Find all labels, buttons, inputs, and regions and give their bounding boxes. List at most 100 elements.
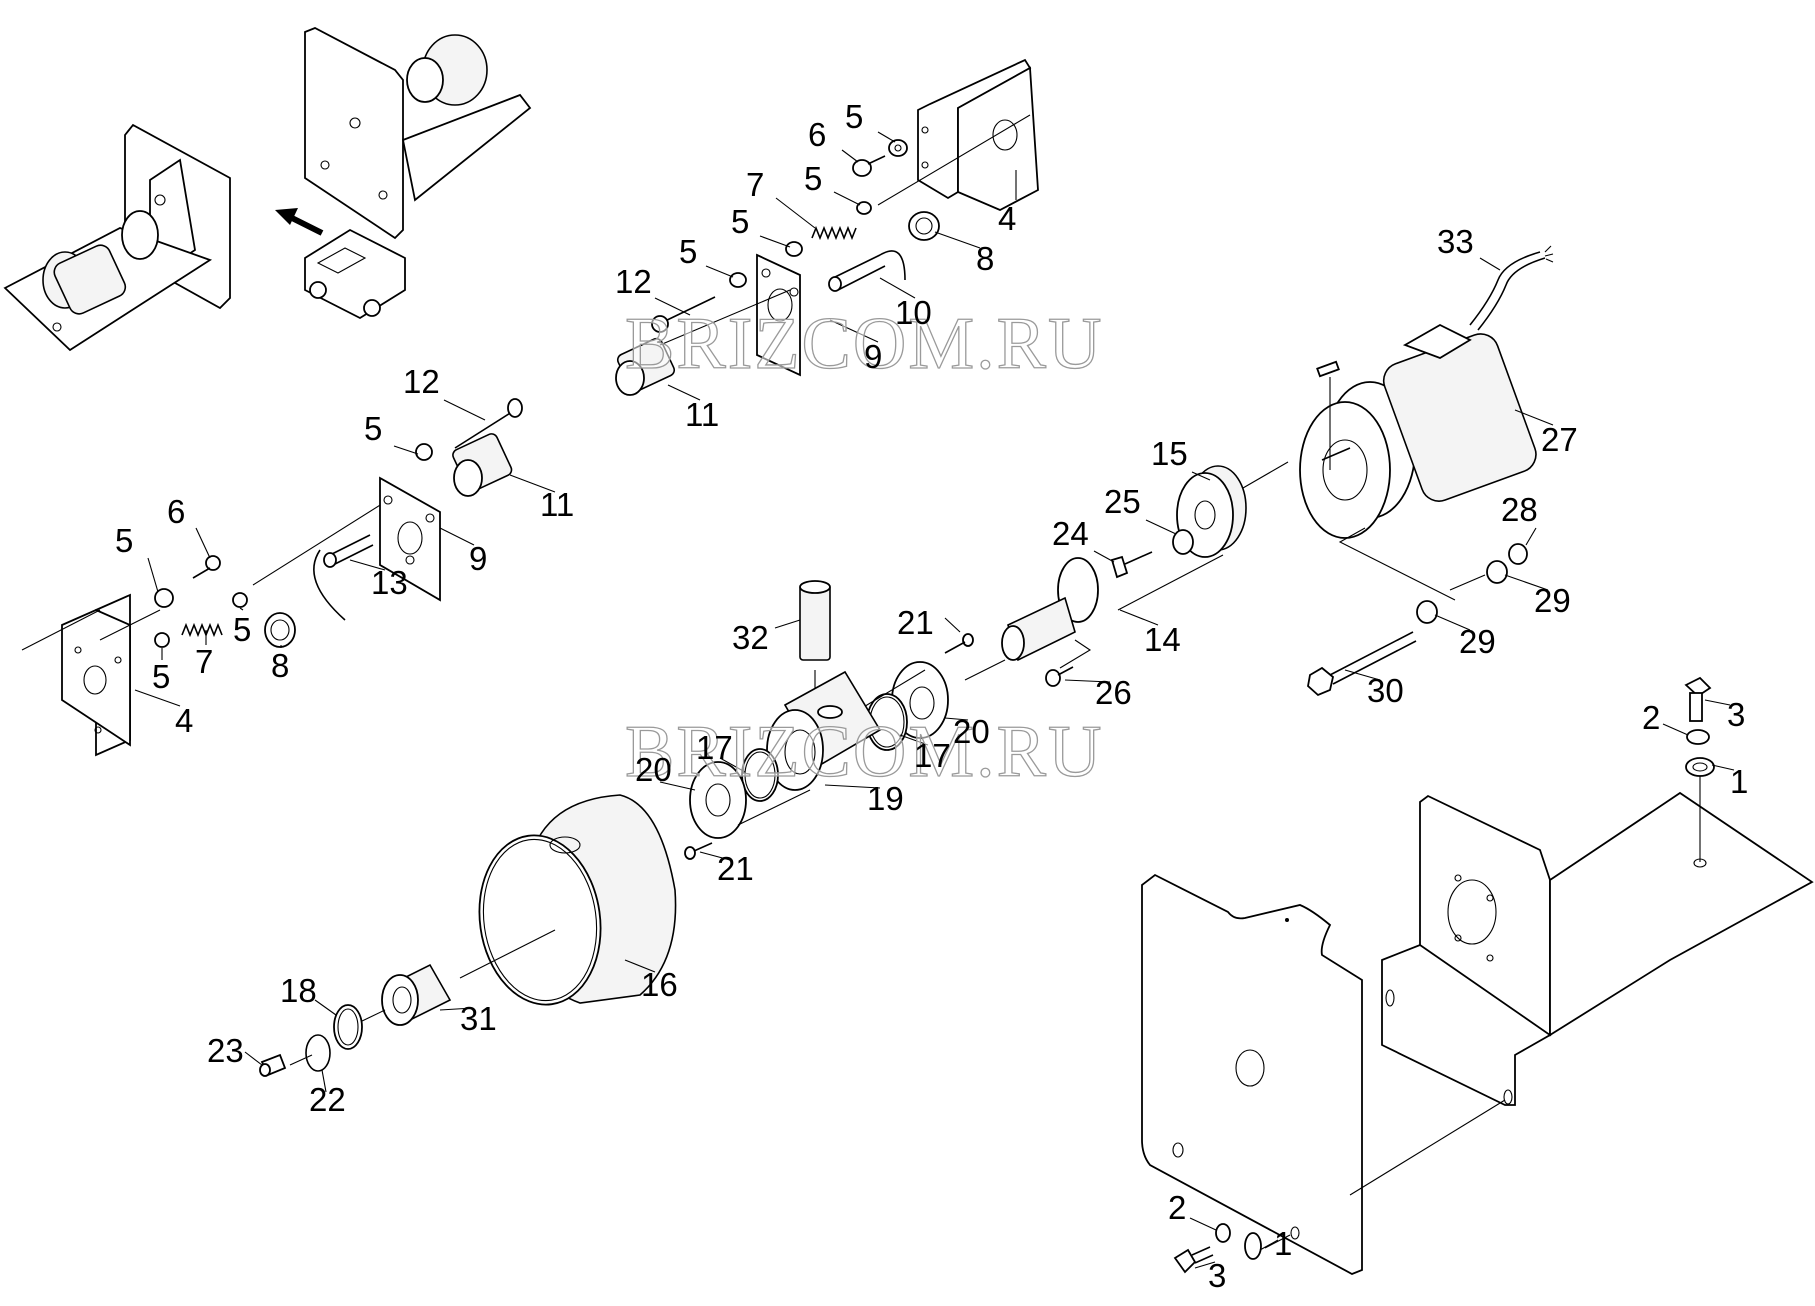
callout: 6 (808, 116, 826, 153)
pump-body-part-19 (766, 670, 882, 791)
washer-part-2-bottom (1215, 1223, 1231, 1243)
callout: 29 (1534, 582, 1571, 619)
callout: 4 (175, 702, 193, 739)
callout: 9 (864, 338, 882, 375)
nozzle-part-23 (259, 1053, 287, 1077)
probe-part-10 (828, 250, 906, 292)
callout: 3 (1727, 696, 1745, 733)
callout: 11 (540, 486, 574, 523)
cable-gland-part-11-top (615, 337, 676, 396)
screw-part-21-top (944, 633, 974, 654)
spring-part-7 (181, 622, 223, 638)
washer-part-2-top (1686, 729, 1710, 745)
callout: 21 (897, 604, 934, 641)
washer-part-29 (1416, 600, 1438, 624)
callout: 12 (615, 263, 652, 300)
callout: 1 (1274, 1225, 1292, 1262)
callout: 18 (280, 972, 317, 1009)
callouts-bracket-top-fasteners: 3 2 1 (1642, 696, 1748, 800)
callout: 8 (271, 647, 289, 684)
bolt-part-3-bottom (1173, 1246, 1214, 1274)
front-cover-plate (1141, 873, 1363, 1275)
screw-part-6 (192, 555, 221, 579)
bolt-part-3-top (1684, 676, 1712, 722)
callout: 28 (1501, 491, 1538, 528)
callout: 5 (233, 611, 251, 648)
callout: 8 (976, 240, 994, 277)
bolt-part-12-top (651, 296, 716, 333)
callout: 5 (152, 658, 170, 695)
bolt-part-24 (1110, 551, 1153, 579)
watermark-bottom: BRIZCOM.RU (625, 711, 1103, 793)
callout: 5 (679, 233, 697, 270)
washer-part-5 (888, 139, 908, 157)
callouts-top-group: 5 6 4 7 5 8 5 5 12 10 9 11 (615, 98, 1016, 433)
callouts-pump-group: 20 17 17 20 19 21 (635, 713, 990, 887)
filter-part-32 (799, 580, 831, 710)
spring-part-7 (811, 225, 857, 241)
screw-part-6 (852, 155, 886, 177)
sleeve-part-31 (381, 963, 452, 1026)
callout: 17 (914, 737, 951, 774)
callout: 25 (1104, 483, 1141, 520)
callout: 21 (717, 850, 754, 887)
callout: 22 (309, 1081, 346, 1118)
callout: 5 (804, 160, 822, 197)
nut-part-8 (908, 211, 940, 241)
callout: 1 (1730, 763, 1748, 800)
callout: 5 (115, 522, 133, 559)
o-ring-part-17-left (741, 748, 779, 802)
bolt-part-30 (1307, 631, 1417, 697)
bracket-part-4-left (61, 593, 131, 757)
assembled-burner-view-right (304, 27, 532, 240)
callout: 11 (685, 396, 719, 433)
bolt-part-12-left (454, 398, 523, 449)
flange-part-20-left (689, 761, 747, 839)
callout: 32 (732, 619, 769, 656)
callout: 9 (469, 540, 487, 577)
lock-washer-part-1-bottom (1244, 1232, 1262, 1260)
callout: 29 (1459, 623, 1496, 660)
callout: 33 (1437, 223, 1474, 260)
callout: 17 (696, 729, 733, 766)
callout: 20 (953, 713, 990, 750)
callouts-cylinder-group: 16 18 31 23 22 (207, 966, 678, 1118)
washer-part-5 (856, 201, 872, 215)
nut-part-8 (264, 612, 296, 648)
rear-mounting-bracket (1381, 791, 1814, 1106)
callout: 24 (1052, 515, 1089, 552)
washer-part-25 (1172, 529, 1194, 555)
callout: 5 (731, 203, 749, 240)
assembled-burner-view-left (3, 123, 231, 352)
cable-gland-part-11-left (452, 433, 513, 497)
callout: 2 (1642, 699, 1660, 736)
circlip-part-22 (305, 1034, 331, 1072)
probe-part-13 (313, 534, 374, 621)
callout: 6 (167, 493, 185, 530)
callout: 26 (1095, 674, 1132, 711)
callout: 16 (641, 966, 678, 1003)
callouts-shaft-group: 15 25 24 28 29 14 29 21 32 26 30 (732, 435, 1571, 711)
callout: 13 (371, 564, 408, 601)
callout: 23 (207, 1032, 244, 1069)
plate-part-9-top (756, 253, 801, 377)
washer-part-5 (232, 592, 248, 608)
callout: 15 (1151, 435, 1188, 472)
callout: 5 (364, 410, 382, 447)
gasket-part-18 (333, 1004, 363, 1050)
lock-washer-part-1-top (1685, 757, 1715, 777)
washer-part-5 (154, 588, 174, 608)
callout: 7 (195, 643, 213, 680)
plate-part-9-left (379, 476, 441, 602)
bracket-part-4-top (917, 58, 1039, 211)
callout: 31 (460, 1000, 497, 1037)
screw-part-21-bottom (684, 842, 713, 860)
washer-part-5 (729, 272, 747, 288)
washer-part-5 (154, 632, 170, 648)
callout: 3 (1208, 1257, 1226, 1294)
callout: 30 (1367, 672, 1404, 709)
shaft-part-14 (1001, 557, 1099, 662)
callout: 5 (845, 98, 863, 135)
screw-part-26 (1045, 666, 1074, 687)
